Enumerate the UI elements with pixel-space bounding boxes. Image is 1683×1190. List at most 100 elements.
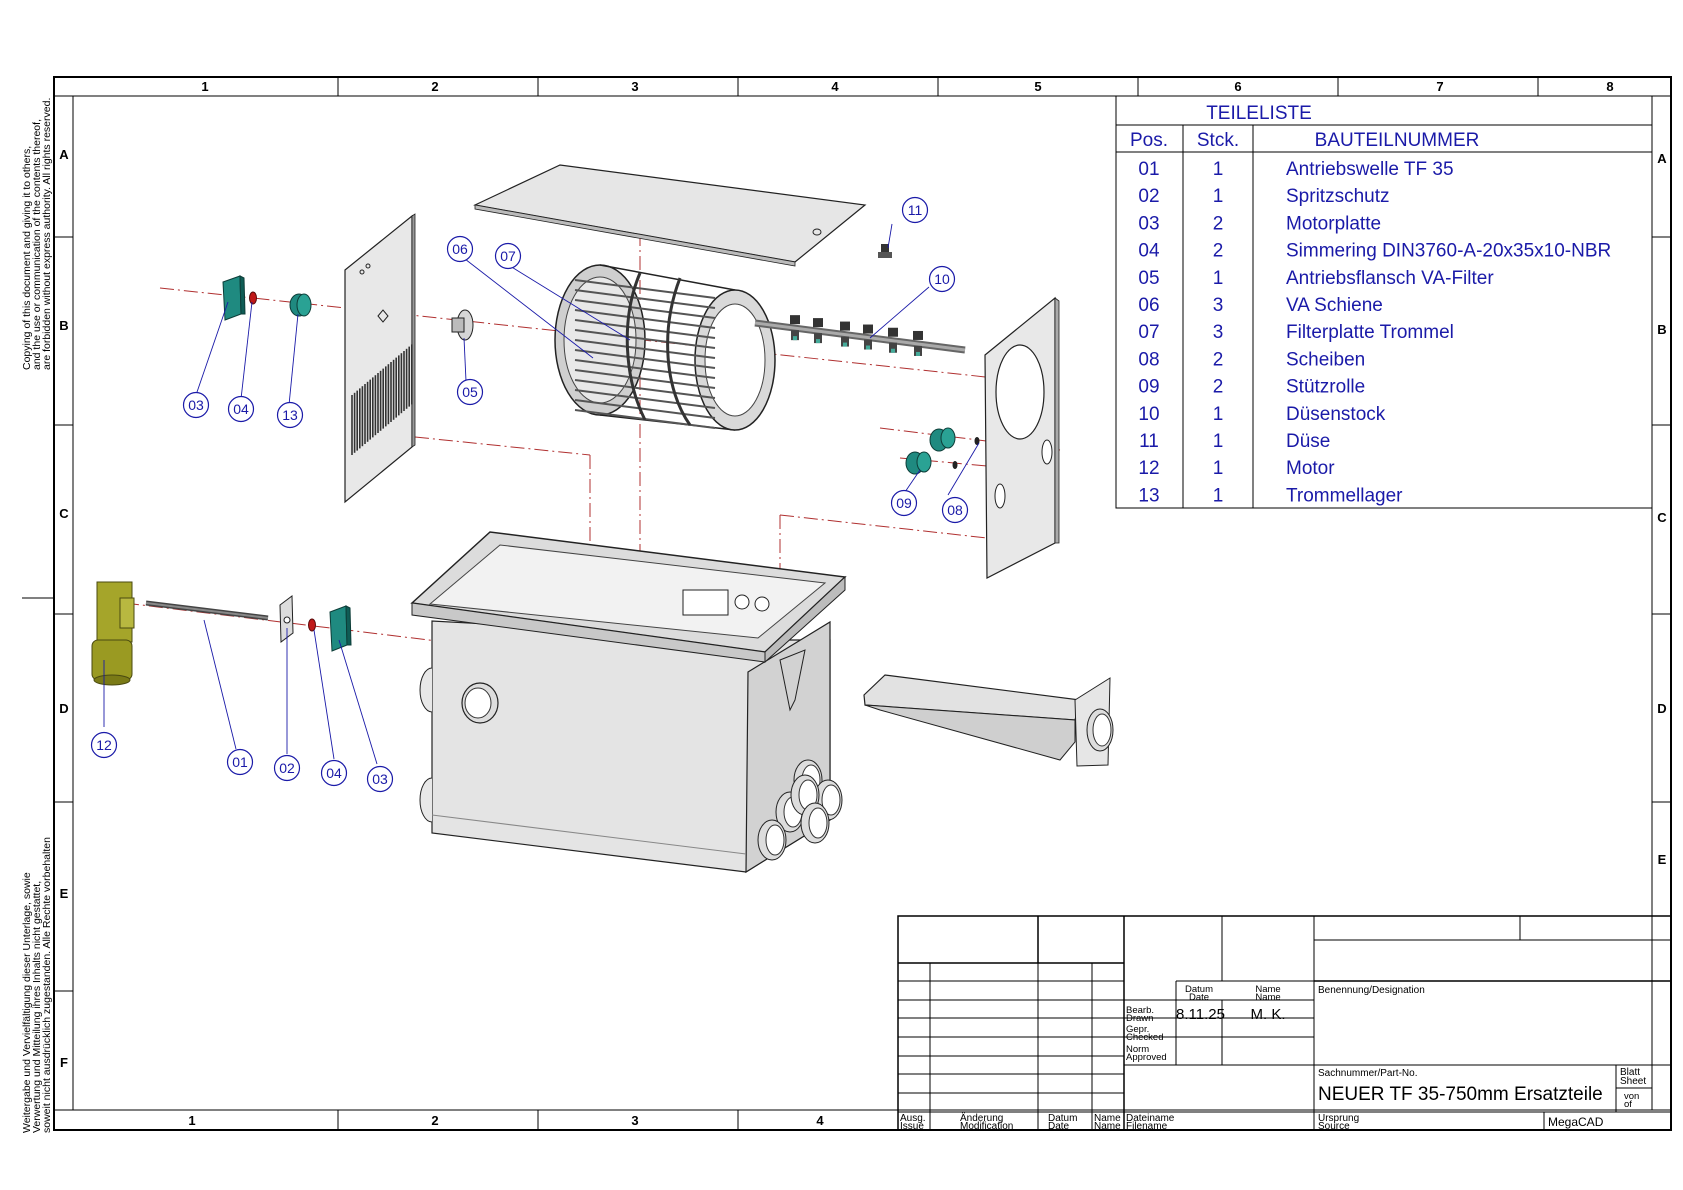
zone-row-right-label: E: [1658, 852, 1667, 867]
svg-text:04: 04: [233, 401, 249, 417]
spritzschutz-lid: [473, 164, 867, 267]
balloon-04: 04: [227, 395, 255, 423]
spritzschutz-small: [279, 595, 294, 643]
svg-text:Name: Name: [1255, 992, 1280, 1003]
header-part-number: BAUTEILNUMMER: [1315, 130, 1480, 151]
svg-text:Drawn: Drawn: [1126, 1013, 1153, 1024]
row-name: Stützrolle: [1286, 377, 1365, 398]
svg-text:10: 10: [934, 271, 950, 287]
row-pos: 13: [1138, 485, 1159, 506]
svg-text:von: von: [1624, 1091, 1639, 1102]
svg-text:Benennung/Designation: Benennung/Designation: [1318, 985, 1425, 996]
motor: [91, 581, 135, 686]
row-qty: 1: [1213, 485, 1224, 506]
svg-text:09: 09: [896, 495, 912, 511]
part-number: NEUER TF 35-750mm Ersatzteile: [1318, 1084, 1603, 1105]
trommellager: [289, 293, 312, 317]
zone-row-right-label: A: [1657, 151, 1667, 166]
zone-col-top-label: 4: [831, 79, 839, 94]
balloon-07: 07: [494, 242, 522, 270]
svg-text:Ursprung: Ursprung: [1318, 1113, 1359, 1124]
outer-frame: [53, 76, 1672, 1131]
svg-text:13: 13: [282, 407, 298, 423]
zone-row-left-label: A: [59, 147, 69, 162]
svg-text:Weitergabe und Vervielfältigun: Weitergabe und Vervielfältigung dieser U…: [21, 872, 33, 1133]
svg-text:Dateiname: Dateiname: [1126, 1113, 1175, 1124]
svg-text:Name: Name: [1255, 984, 1280, 995]
row-name: Antriebswelle TF 35: [1286, 159, 1454, 180]
nozzle: [790, 315, 800, 341]
row-pos: 11: [1139, 431, 1159, 452]
balloon-11: 11: [901, 196, 929, 224]
svg-text:01: 01: [232, 754, 248, 770]
nozzle: [863, 324, 873, 350]
svg-text:Sachnummer/Part-No.: Sachnummer/Part-No.: [1318, 1068, 1417, 1079]
motorplatte-right-endplate: [984, 296, 1060, 579]
balloon-03: 03: [366, 765, 394, 793]
duese: [878, 244, 892, 258]
row-name: Antriebsflansch VA-Filter: [1286, 268, 1494, 289]
row-pos: 10: [1138, 404, 1159, 425]
zone-row-left-label: F: [60, 1055, 68, 1070]
zone-col-top-label: 1: [201, 79, 208, 94]
balloon-12: 12: [90, 731, 118, 759]
svg-text:Filename: Filename: [1126, 1121, 1168, 1132]
zone-row-left-label: E: [60, 886, 69, 901]
duesenstock: [754, 315, 966, 356]
svg-text:Bearb.: Bearb.: [1126, 1005, 1154, 1016]
antriebsflansch: [451, 309, 474, 341]
zone-row-right-label: D: [1657, 701, 1666, 716]
row-name: VA Schiene: [1286, 295, 1383, 316]
balloon-08: 08: [941, 496, 969, 524]
zone-col-bottom-label: 3: [631, 1113, 638, 1128]
svg-text:07: 07: [500, 248, 516, 264]
zone-col-bottom-label: 2: [431, 1113, 438, 1128]
row-pos: 02: [1138, 186, 1159, 207]
balloon-10: 10: [928, 265, 956, 293]
row-name: Düse: [1286, 431, 1330, 452]
balloon-04: 04: [320, 759, 348, 787]
svg-text:Datum: Datum: [1185, 984, 1213, 995]
leader-lines: [103, 223, 980, 765]
row-name: Motor: [1286, 458, 1335, 479]
balloon-01: 01: [226, 748, 254, 776]
row-pos: 12: [1138, 458, 1159, 479]
zone-row-left-label: D: [59, 701, 68, 716]
svg-text:Gepr.: Gepr.: [1126, 1024, 1149, 1035]
filter-plate-left: [344, 213, 416, 504]
zone-row-left-label: C: [59, 506, 69, 521]
row-name: Simmering DIN3760-A-20x35x10-NBR: [1286, 241, 1611, 262]
zone-row-right-label: B: [1657, 322, 1666, 337]
svg-text:02: 02: [279, 760, 295, 776]
source-value: MegaCAD: [1548, 1115, 1604, 1129]
row-qty: 2: [1213, 349, 1224, 370]
svg-text:Modification: Modification: [960, 1121, 1013, 1132]
row-name: Trommellager: [1286, 485, 1403, 506]
row-pos: 01: [1138, 159, 1159, 180]
svg-text:Name: Name: [1094, 1121, 1121, 1132]
svg-text:11: 11: [908, 202, 923, 218]
svg-text:Sheet: Sheet: [1620, 1076, 1646, 1087]
balloon-13: 13: [276, 401, 304, 429]
svg-text:Blatt: Blatt: [1620, 1067, 1640, 1078]
stuetzrolle: [905, 427, 956, 475]
copyright-notice-en: Copying of this document and giving it t…: [21, 98, 53, 370]
svg-text:08: 08: [947, 502, 963, 518]
nozzle: [840, 321, 850, 347]
zone-col-top-label: 8: [1606, 79, 1613, 94]
row-pos: 06: [1138, 295, 1159, 316]
row-pos: 07: [1138, 322, 1159, 343]
row-name: Spritzschutz: [1286, 186, 1389, 207]
zone-col-top-label: 2: [431, 79, 438, 94]
row-qty: 1: [1213, 268, 1224, 289]
